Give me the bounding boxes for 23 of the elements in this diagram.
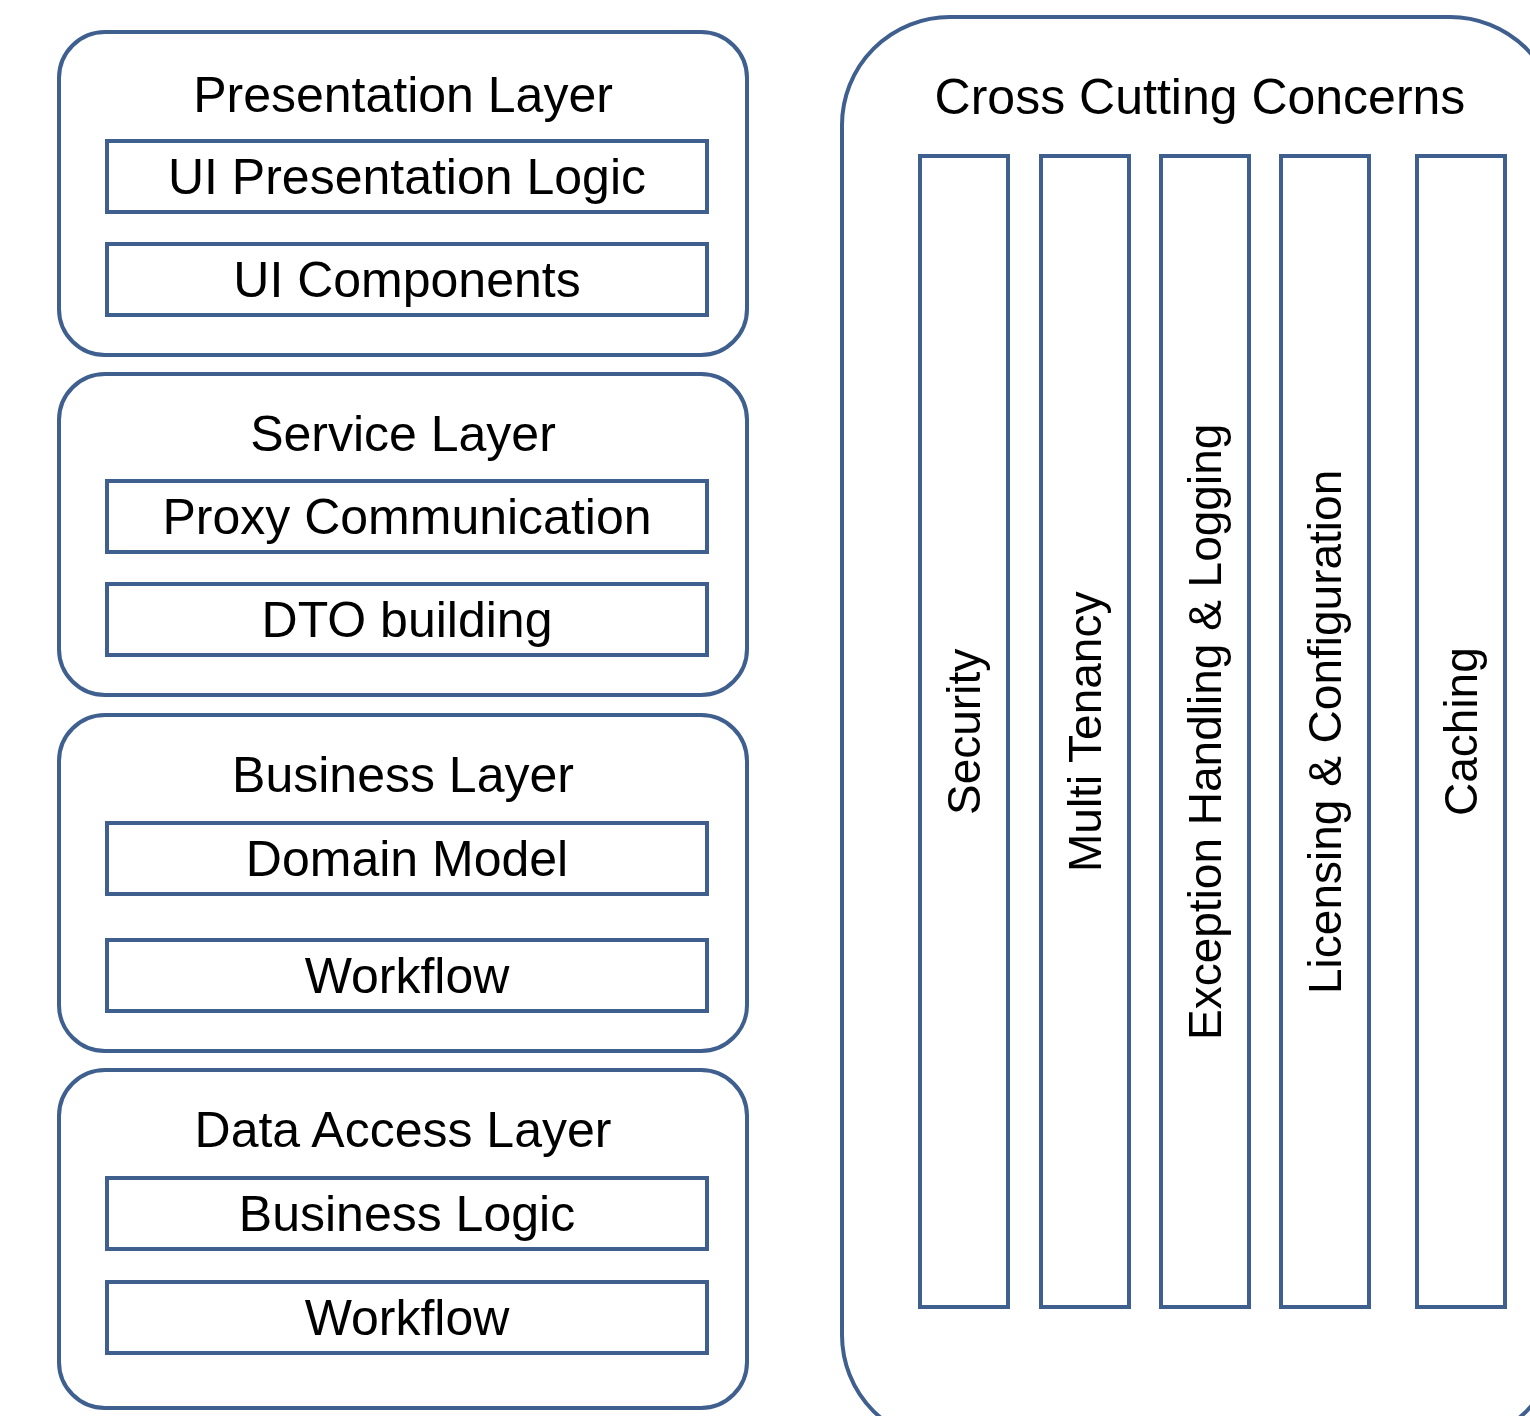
concern-bar: Exception Handling & Logging [1159, 154, 1251, 1309]
layer-panel [57, 1068, 749, 1410]
component-box: Proxy Communication [105, 479, 709, 554]
layer-title: Service Layer [249, 406, 557, 462]
layer-title: Cross Cutting Concerns [933, 69, 1467, 125]
concern-bar: Multi Tenancy [1039, 154, 1131, 1309]
component-box: UI Components [105, 242, 709, 317]
layer-panel [840, 15, 1530, 1416]
component-box: UI Presentation Logic [105, 139, 709, 214]
concern-bar: Caching [1415, 154, 1507, 1309]
component-box: Domain Model [105, 821, 709, 896]
component-box: DTO building [105, 582, 709, 657]
concern-bar: Licensing & Configuration [1279, 154, 1371, 1309]
concern-bar: Security [918, 154, 1010, 1309]
layer-panel [57, 372, 749, 697]
layer-panel [57, 30, 749, 357]
layer-title: Business Layer [231, 747, 575, 803]
layer-title: Presentation Layer [192, 67, 614, 123]
component-box: Workflow [105, 938, 709, 1013]
component-box: Workflow [105, 1280, 709, 1355]
layer-title: Data Access Layer [193, 1102, 613, 1158]
component-box: Business Logic [105, 1176, 709, 1251]
layer-panel [57, 713, 749, 1053]
